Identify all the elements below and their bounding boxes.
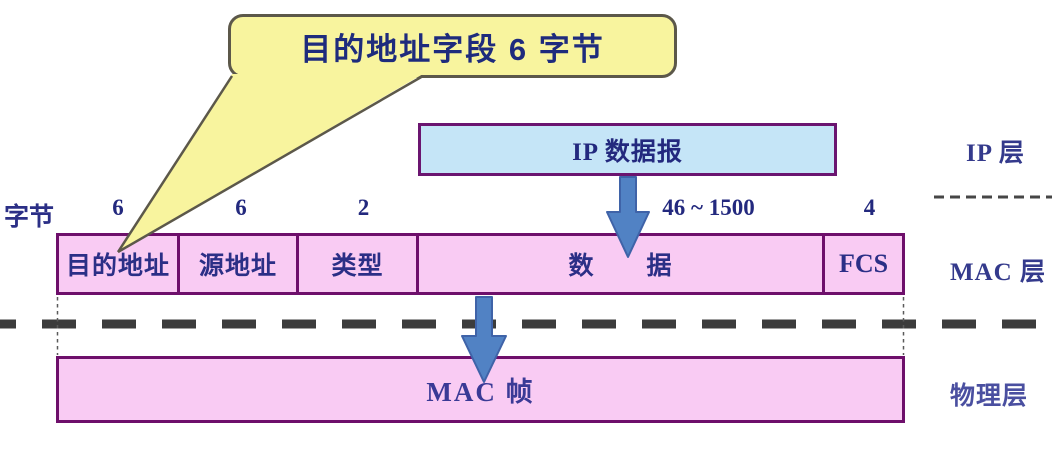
mac-frame-box: MAC 帧: [56, 356, 905, 423]
field-type-label: 类型: [331, 252, 384, 280]
field-data: 数 据: [419, 236, 825, 292]
byte-unit-label: 字节: [4, 203, 55, 231]
layer-label-ip: IP 层: [966, 140, 1025, 167]
size-data: 46 ~ 1500: [662, 195, 755, 220]
mac-frame-field-row: 目的地址 源地址 类型 数 据 FCS: [56, 233, 905, 295]
field-destination-address: 目的地址: [59, 236, 180, 292]
field-destination-address-label: 目的地址: [65, 252, 170, 280]
size-destination-address: 6: [112, 195, 124, 220]
ip-datagram-label: IP 数据报: [572, 138, 683, 166]
field-sizes-row: 6 6 2 46 ~ 1500 4: [56, 195, 905, 229]
callout-bubble: 目的地址字段 6 字节: [228, 14, 677, 78]
field-fcs-label: FCS: [838, 249, 889, 278]
layer-label-mac: MAC 层: [950, 259, 1046, 286]
size-type: 2: [357, 195, 370, 220]
size-source-address: 6: [235, 195, 247, 220]
field-fcs: FCS: [825, 236, 902, 292]
layer-label-physical: 物理层: [950, 382, 1029, 410]
field-type: 类型: [299, 236, 419, 292]
callout-text: 目的地址字段 6 字节: [300, 31, 605, 67]
field-source-address: 源地址: [180, 236, 299, 292]
ip-datagram-box: IP 数据报: [418, 123, 837, 176]
field-data-label: 数 据: [568, 252, 673, 280]
field-source-address-label: 源地址: [198, 252, 277, 280]
mac-frame-label: MAC 帧: [426, 377, 535, 407]
size-fcs: 4: [863, 195, 876, 220]
